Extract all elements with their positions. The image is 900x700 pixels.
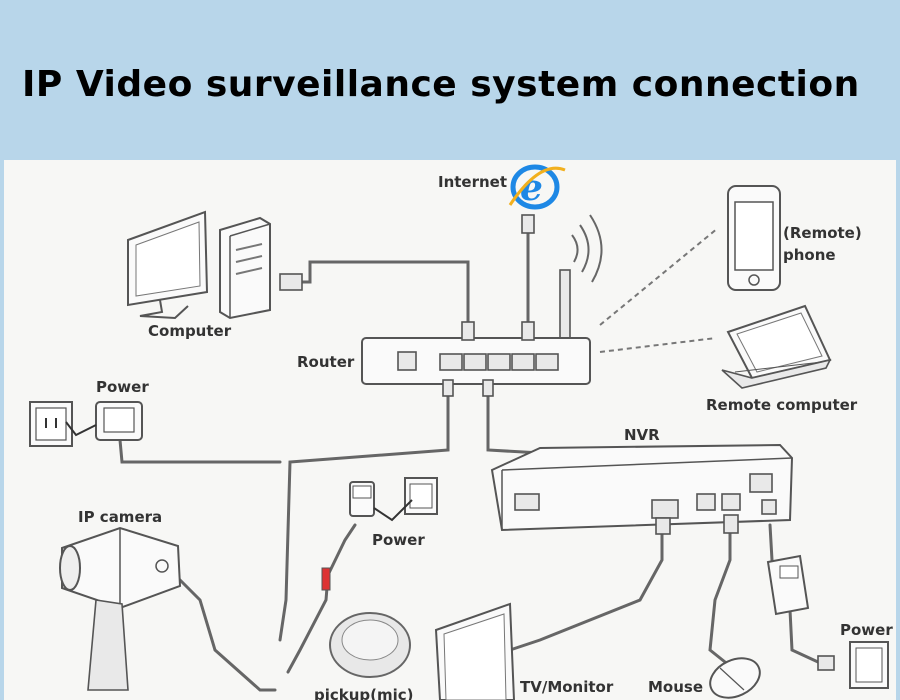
power-brick-icon (766, 554, 810, 616)
tv-monitor-label: TV/Monitor (520, 678, 614, 696)
wall-outlet-right-icon (817, 641, 889, 689)
internet-icon: e (508, 164, 566, 210)
computer-router-cable (298, 260, 470, 332)
power-adapter-cable (118, 438, 282, 464)
remote-phone-label-line1: (Remote) (783, 224, 862, 242)
tv-monitor-icon (434, 602, 516, 700)
ip-camera-icon (59, 526, 182, 691)
microphone-icon (321, 567, 411, 678)
router-camera-cable (278, 386, 450, 642)
phone-wireless-link (599, 227, 719, 326)
internet-connector (521, 214, 535, 234)
camera-cable (163, 563, 277, 692)
wall-outlet-middle-icon (373, 477, 438, 522)
power-adapter-wall-cable (788, 608, 820, 664)
remote-phone-label-line2: phone (783, 246, 836, 264)
nvr-power-cable (768, 523, 774, 562)
svg-text:e: e (520, 167, 543, 209)
ip-camera-label: IP camera (78, 508, 162, 526)
mouse-icon (709, 657, 761, 699)
router-icon (361, 269, 591, 397)
laptop-wireless-link (599, 337, 717, 353)
laptop-icon (721, 304, 832, 389)
computer-label: Computer (148, 322, 232, 340)
nvr-icon (490, 443, 794, 535)
wifi-icon (571, 214, 603, 283)
smartphone-icon (727, 185, 781, 291)
power-adapter-small-icon (349, 481, 375, 517)
wall-outlet-icon (29, 401, 73, 447)
power-adapter-icon (65, 401, 143, 441)
page-title: IP Video surveillance system connection (22, 64, 860, 105)
power-right-label: Power (840, 621, 893, 639)
pickup-mic-label: pickup(mic) (314, 686, 414, 700)
computer-tower-icon (219, 216, 303, 320)
router-label: Router (297, 353, 355, 371)
nvr-monitor-cable (508, 528, 664, 652)
nvr-mouse-cable (708, 528, 737, 672)
power-middle-label: Power (372, 531, 425, 549)
mouse-label: Mouse (648, 678, 703, 696)
remote-computer-label: Remote computer (706, 396, 858, 414)
header-band: IP Video surveillance system connection (0, 0, 900, 160)
nvr-label: NVR (624, 426, 660, 444)
monitor-icon (127, 210, 209, 320)
internet-label: Internet (438, 173, 507, 191)
power-top-label: Power (96, 378, 149, 396)
